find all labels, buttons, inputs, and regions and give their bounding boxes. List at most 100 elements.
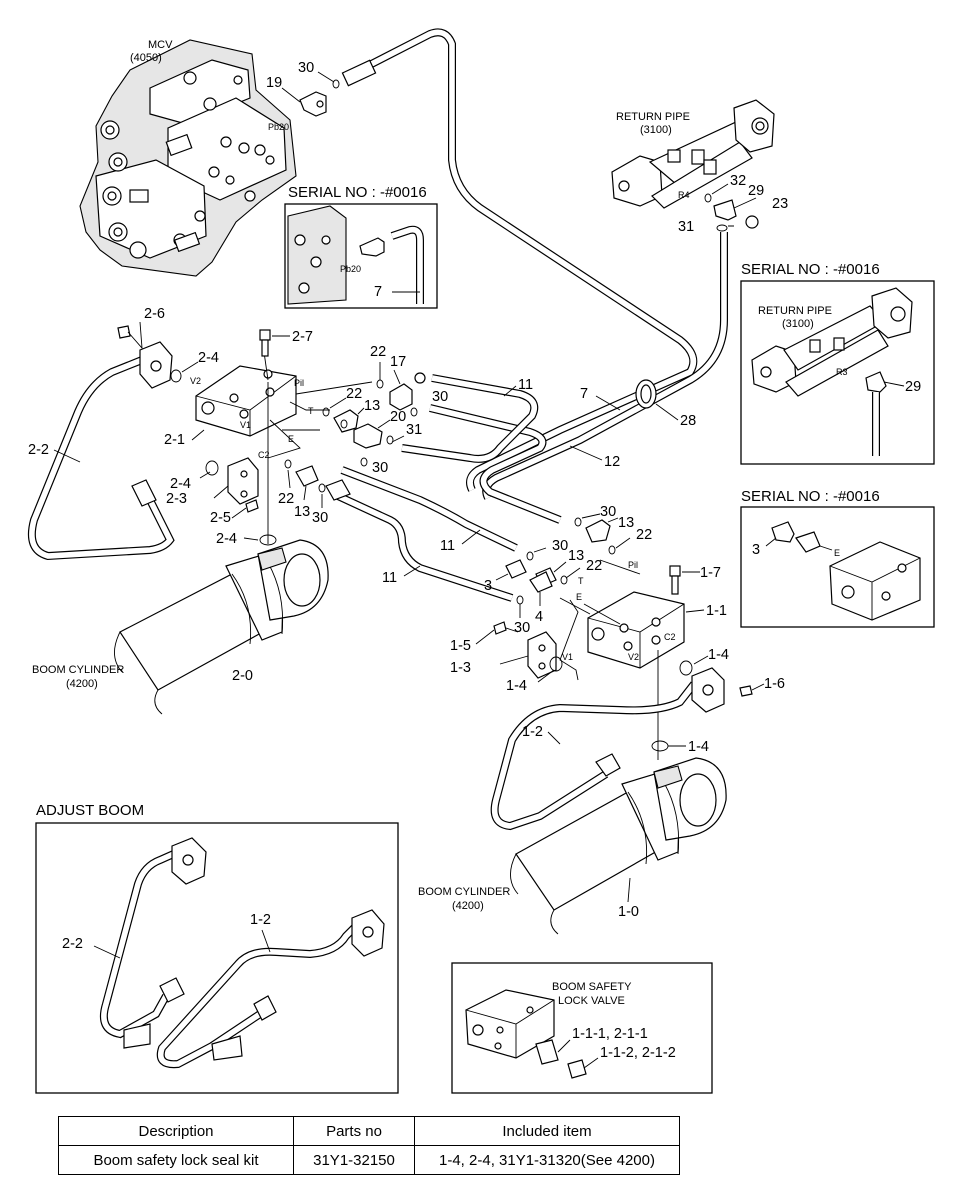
boom-cyl-left-number: (4200) [66,678,98,690]
table-header-row: Description Parts no Included item [58,1116,680,1146]
return-pipe-number: (3100) [640,124,672,136]
inset-return-pipe-label: RETURN PIPE [758,305,832,317]
callout-1-4-top: 1-4 [708,647,729,663]
lock-valve-2-1 [195,351,297,544]
fitting-13-group-b [284,459,351,508]
callout-2-3: 2-3 [166,491,187,507]
mcv-label: MCV [148,39,173,51]
callout-2-4-mid: 2-4 [170,476,191,492]
leader-11-low [403,565,421,577]
callout-1-1-1: 1-1-1, 2-1-1 [572,1026,648,1042]
leader-1-1 [685,609,705,613]
fitting-3-and-4 [495,559,553,618]
port-v1-right: V1 [562,652,573,662]
pilot-lines-left [267,381,373,459]
port-v2-right: V2 [628,652,639,662]
port-t-right: T [578,576,584,586]
oring-1-4 [651,740,669,752]
clamp-28 [635,379,657,409]
tee-29-and-parts [704,183,759,232]
inset-port-e: E [834,548,840,558]
inset-port-pb20: Pb20 [340,264,361,274]
callout-22-c: 22 [278,491,294,507]
flange-2-6 [117,321,199,389]
callout-3: 3 [484,578,492,594]
hose-end-top [341,59,377,87]
boom-cyl-left-label: BOOM CYLINDER [32,664,124,676]
callout-1-0: 1-0 [618,904,639,920]
fitting-17-group [376,362,426,417]
header-parts-no: Parts no [293,1116,415,1146]
callout-22-b: 22 [346,386,362,402]
inset-return-pipe-number: (3100) [782,318,814,330]
boom-cylinder-right [510,757,727,935]
callout-2-4-low: 2-4 [216,531,237,547]
callout-28: 28 [680,413,696,429]
callout-30-a: 30 [432,389,448,405]
callout-19: 19 [266,75,282,91]
callout-32: 32 [730,173,746,189]
callout-13-d: 13 [568,548,584,564]
port-t-left: T [308,406,314,416]
header-description: Description [58,1116,294,1146]
serial-inset-valve [740,506,935,628]
boom-cylinder-left [114,539,329,715]
serial-title-2: SERIAL NO : -#0016 [741,261,880,278]
adjust-boom-panel [35,822,399,1094]
port-v2-left: V2 [190,376,201,386]
boom-cyl-right-number: (4200) [452,900,484,912]
leader-2-2 [53,449,81,463]
callout-17: 17 [390,354,406,370]
safety-title-2: LOCK VALVE [558,995,625,1007]
safety-lock-valve-panel [451,962,713,1094]
callout-30-top: 30 [298,60,314,76]
callout-1-3: 1-3 [450,660,471,676]
callout-30-f: 30 [514,620,530,636]
return-pipe-label: RETURN PIPE [616,111,690,123]
callout-31-right: 31 [678,219,694,235]
flange-1-6 [679,655,765,713]
boom-cyl-right-label: BOOM CYLINDER [418,886,510,898]
oring-30-b [360,457,368,467]
port-e-right: E [576,592,582,602]
callout-13-c: 13 [618,515,634,531]
callout-2-4-top: 2-4 [198,350,219,366]
pilot-lines-right [559,559,641,681]
callout-30-b: 30 [372,460,388,476]
serial-title-3: SERIAL NO : -#0016 [741,488,880,505]
port-pil-right: Pil [628,560,638,570]
leader-2-1 [191,429,205,441]
callout-30-e: 30 [552,538,568,554]
oring-2-4 [259,534,277,546]
callout-11-mid: 11 [440,538,455,554]
callout-22-e: 22 [586,558,602,574]
leader-28 [655,403,679,421]
mcv-part-number: (4050) [130,52,162,64]
safety-title-1: BOOM SAFETY [552,981,632,993]
leader-12 [569,445,603,461]
callout-1-7: 1-7 [700,565,721,581]
port-r3-label: R3 [836,367,848,377]
lock-valve-1-1 [559,591,685,760]
callout-1-1: 1-1 [706,603,727,619]
leader-1-2 [547,731,561,745]
callout-22-a: 22 [370,344,386,360]
callout-20: 20 [390,409,406,425]
callout-2-2: 2-2 [28,442,49,458]
callout-12: 12 [604,454,620,470]
serial-inset-mcv [284,203,438,309]
elbow-19 [299,91,327,117]
port-pb20-label: Pb20 [268,122,289,132]
hose-1-2 [490,681,698,831]
mcv-valve-block [79,39,297,277]
hose-12 [429,404,562,524]
port-v1-left: V1 [240,420,251,430]
callout-11-top: 11 [518,377,533,393]
callout-2-0: 2-0 [232,668,253,684]
leader-1-0 [627,877,631,903]
callout-11-low: 11 [382,570,397,586]
port-pil-left: Pil [294,378,304,388]
cell-included-item: 1-4, 2-4, 31Y1-31320(See 4200) [414,1145,680,1175]
hose-11-middle [340,466,518,552]
fitting-13-group-c [574,513,631,555]
